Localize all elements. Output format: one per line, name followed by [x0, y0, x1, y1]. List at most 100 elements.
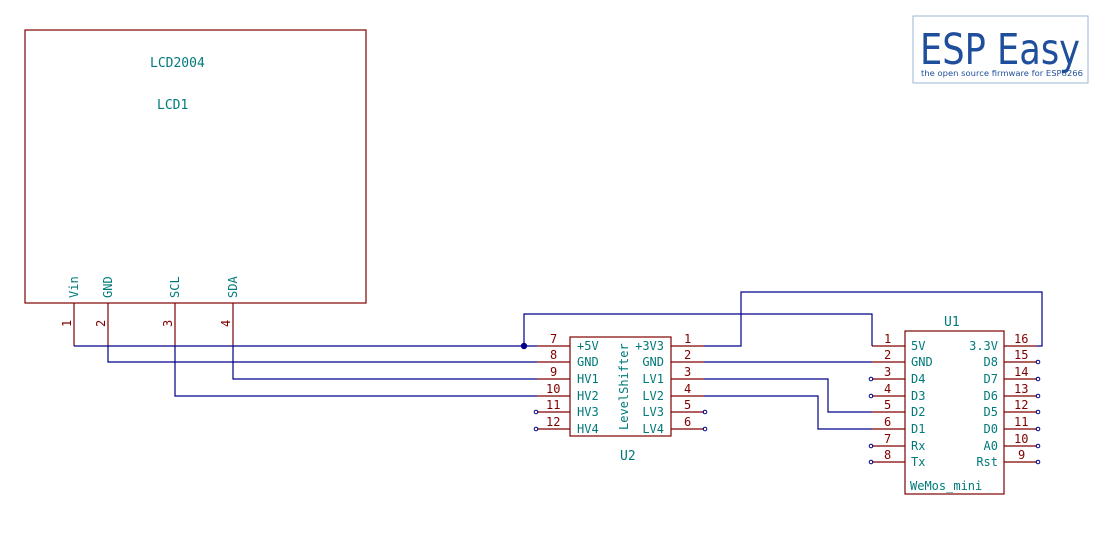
u1-pin-11-num: 11 [1014, 415, 1028, 429]
u2-label-lv1: LV1 [642, 372, 664, 386]
wemos-value: WeMos_mini [910, 479, 982, 493]
u1-label-tx: Tx [911, 455, 925, 469]
levelshifter-value: LevelShifter [617, 343, 631, 430]
u2-pin-9-num: 9 [550, 365, 557, 379]
u1-pin-9-nc [1035, 459, 1041, 465]
u1-label-gnd: GND [911, 355, 933, 369]
levelshifter-body [569, 336, 672, 437]
u1-pin-10-num: 10 [1014, 432, 1028, 446]
u1-pin-14-num: 14 [1014, 365, 1028, 379]
wire-5v-wemos [523, 313, 873, 346]
u1-label-d2: D2 [911, 405, 925, 419]
u1-pin-13-nc [1035, 393, 1041, 399]
u2-pin-11-nc [533, 409, 539, 415]
u1-pin-6-num: 6 [884, 415, 891, 429]
u1-label-rst: Rst [976, 455, 998, 469]
u2-label-hv1: HV1 [577, 372, 599, 386]
u2-label-gnd-lv: GND [642, 355, 664, 369]
u1-pin-3-num: 3 [884, 365, 891, 379]
u1-pin-3-nc [868, 376, 874, 382]
logo-tagline: the open source firmware for ESP8266 [921, 69, 1083, 78]
wemos-ref: U1 [944, 315, 960, 330]
wemos-module: U1 WeMos_mini 1 2 3 4 5 6 7 8 5V GND D4 … [868, 315, 1041, 495]
u2-pin-11-num: 11 [546, 398, 560, 412]
u1-pin-8-num: 8 [884, 448, 891, 462]
u1-label-d1: D1 [911, 422, 925, 436]
u2-pin-3-num: 3 [684, 365, 691, 379]
u1-pin-8-nc [868, 459, 874, 465]
u1-pin-12-num: 12 [1014, 398, 1028, 412]
lcd-pin-3-num: 3 [161, 320, 175, 327]
wire-3v3 [704, 291, 1043, 347]
u2-label-lv2: LV2 [642, 389, 664, 403]
u1-label-d0: D0 [984, 422, 998, 436]
levelshifter-ref: U2 [620, 449, 636, 464]
lcd-module: LCD2004 LCD1 Vin GND SCL SDA 1 2 3 4 [24, 29, 367, 346]
u1-pin-9-num: 9 [1018, 448, 1025, 462]
u2-pin-6-num: 6 [684, 415, 691, 429]
u1-label-d6: D6 [984, 389, 998, 403]
u2-pin-12-nc [533, 426, 539, 432]
u1-pin-1-num: 1 [884, 332, 891, 346]
u2-label-hv3: HV3 [577, 405, 599, 419]
u2-label-gnd-hv: GND [577, 355, 599, 369]
wires [74, 291, 1043, 430]
wire-scl-hv2 [174, 346, 537, 397]
lcd-pin-gnd: GND [101, 276, 115, 298]
lcd-pin-1-num: 1 [60, 320, 74, 327]
u2-label-hv2: HV2 [577, 389, 599, 403]
u2-label-hv4: HV4 [577, 422, 599, 436]
u1-pin-11-nc [1035, 426, 1041, 432]
esp-easy-logo: ESP Easy the open source firmware for ES… [912, 15, 1089, 84]
level-shifter: LevelShifter U2 7 8 9 10 11 12 +5V GND H… [533, 332, 708, 464]
u2-pin-10-num: 10 [546, 382, 560, 396]
u1-label-d3: D3 [911, 389, 925, 403]
u1-label-d4: D4 [911, 372, 925, 386]
u2-pin-6-nc [702, 426, 708, 432]
u1-label-a0: A0 [984, 439, 998, 453]
u1-pin-4-nc [868, 393, 874, 399]
u1-label-rx: Rx [911, 439, 925, 453]
u2-label-lv4: LV4 [642, 422, 664, 436]
lcd-pin-scl: SCL [168, 276, 182, 298]
u2-label-3v3: +3V3 [635, 339, 664, 353]
u2-pin-7-num: 7 [550, 332, 557, 346]
lcd-body [24, 29, 367, 304]
u2-pin-4-num: 4 [684, 382, 691, 396]
lcd-ref: LCD1 [157, 98, 188, 113]
u2-pin-1-num: 1 [684, 332, 691, 346]
u1-pin-12-nc [1035, 409, 1041, 415]
u1-label-5v: 5V [911, 339, 925, 353]
u1-label-d7: D7 [984, 372, 998, 386]
lcd-pin-vin: Vin [67, 276, 81, 298]
u1-pin-2-num: 2 [884, 348, 891, 362]
u2-pin-12-num: 12 [546, 415, 560, 429]
junction-dot [520, 342, 528, 350]
lcd-pin-sda: SDA [226, 276, 240, 298]
u1-pin-7-num: 7 [884, 432, 891, 446]
wire-lv2-d1 [704, 395, 872, 430]
u1-label-d8: D8 [984, 355, 998, 369]
u1-label-3v3: 3.3V [969, 339, 998, 353]
u1-pin-15-num: 15 [1014, 348, 1028, 362]
u1-pin-5-num: 5 [884, 398, 891, 412]
lcd-pin-2-num: 2 [94, 320, 108, 327]
u1-label-d5: D5 [984, 405, 998, 419]
u1-pin-4-num: 4 [884, 382, 891, 396]
u2-pin-5-num: 5 [684, 398, 691, 412]
u1-pin-14-nc [1035, 376, 1041, 382]
lcd-pin-4-num: 4 [219, 320, 233, 327]
u2-pin-5-nc [702, 409, 708, 415]
u2-label-5v: +5V [577, 339, 599, 353]
u1-pin-15-nc [1035, 359, 1041, 365]
logo-title: ESP Easy [920, 25, 1080, 75]
wire-lv1-d2 [704, 378, 872, 413]
u1-pin-10-nc [1035, 443, 1041, 449]
u1-pin-13-num: 13 [1014, 382, 1028, 396]
wire-gnd-hv [107, 346, 537, 363]
u2-pin-8-num: 8 [550, 348, 557, 362]
wire-sda-hv1 [232, 346, 537, 380]
lcd-value: LCD2004 [150, 56, 205, 71]
u1-pin-7-nc [868, 443, 874, 449]
